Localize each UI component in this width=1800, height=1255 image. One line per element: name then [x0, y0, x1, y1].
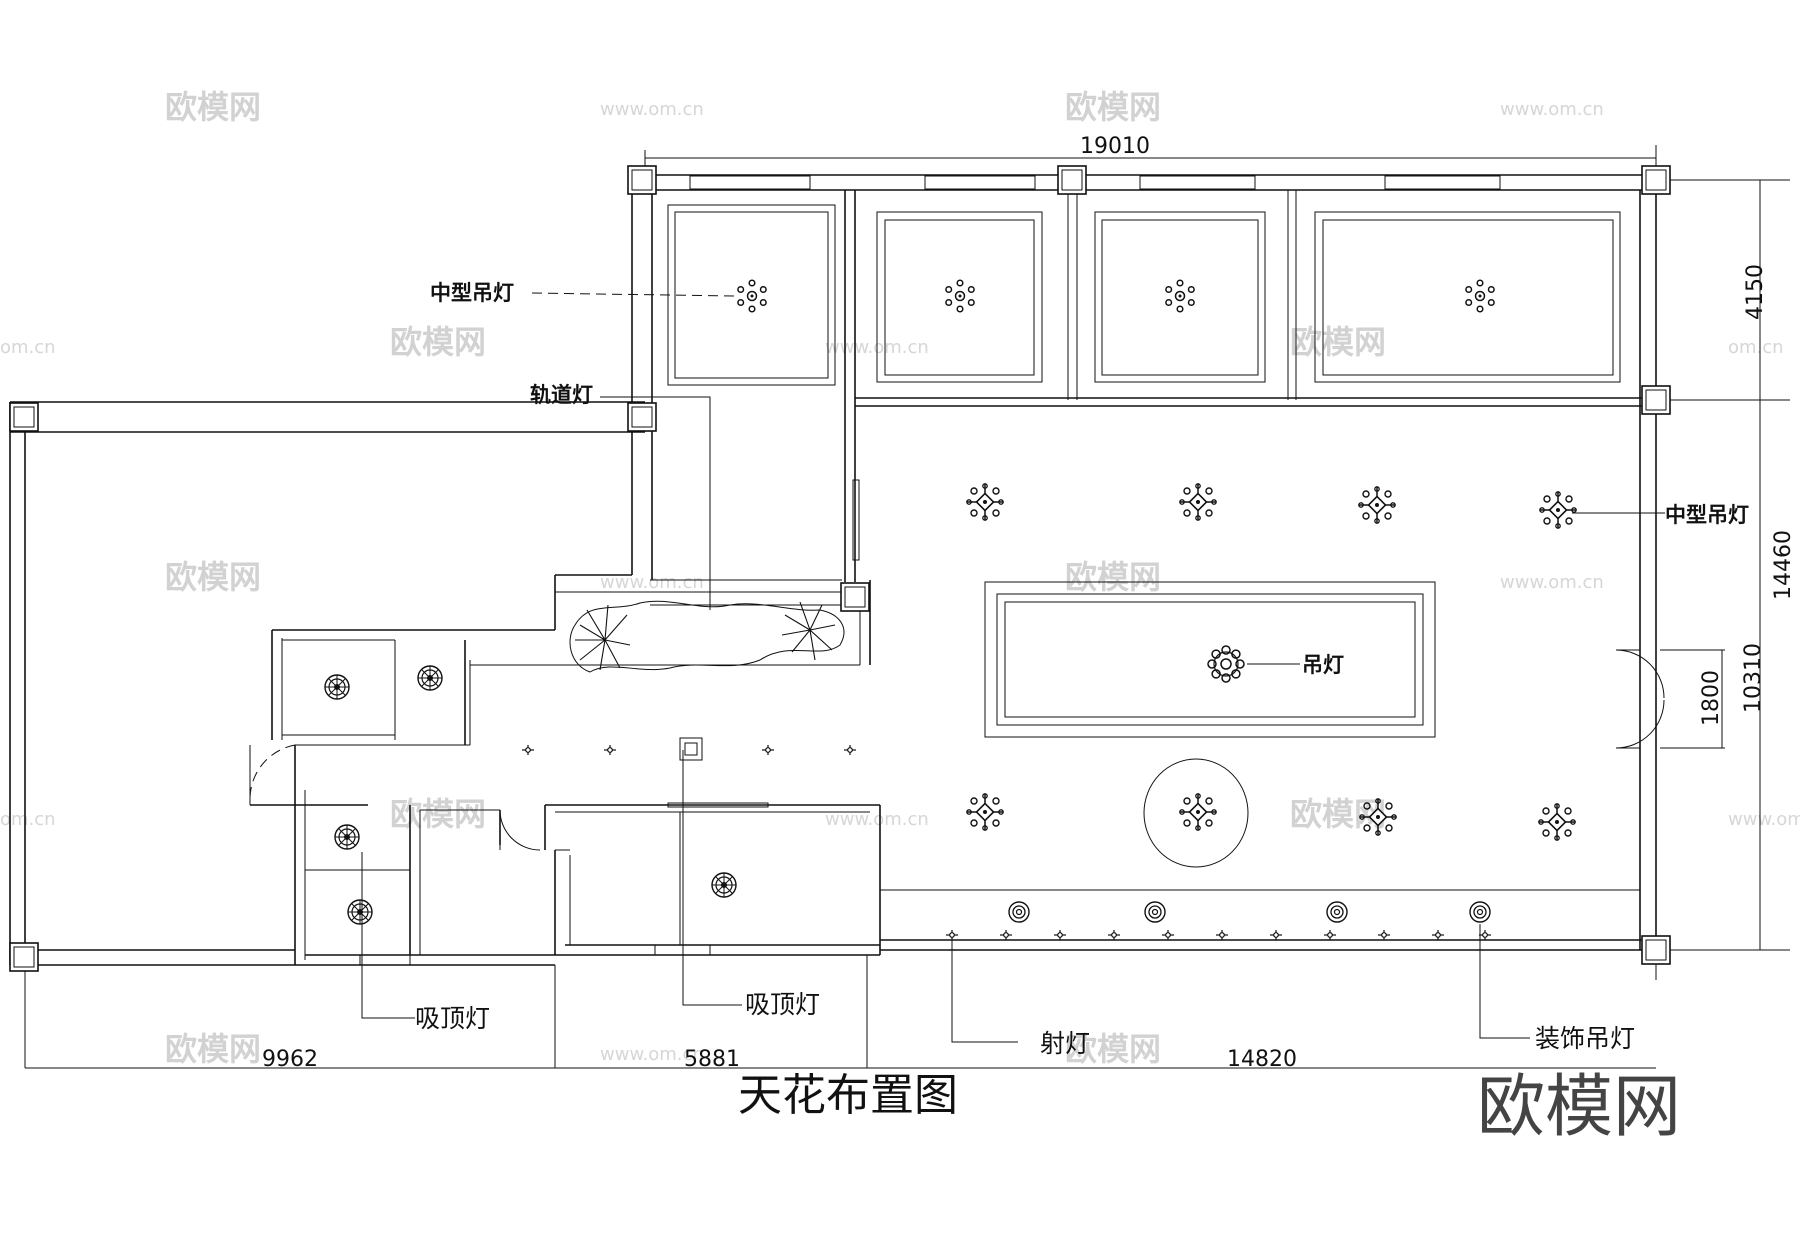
decorative-pendant-icon [1326, 901, 1348, 923]
watermark-brand: 欧模网 [1290, 323, 1386, 361]
spotlight-icon [999, 929, 1013, 941]
dimension-bottom-right: 14820 [1227, 1047, 1297, 1072]
walls [9, 174, 1665, 966]
chandelier-icon [1539, 490, 1577, 530]
watermark-url: www.om.cn [600, 572, 704, 593]
spotlight-icon [843, 744, 857, 756]
watermark-brand: 欧模网 [1065, 558, 1161, 596]
watermark-url-short: om.cn [0, 809, 56, 830]
light-fixtures [324, 279, 1577, 941]
spotlight-icon [1269, 929, 1283, 941]
chandelier-icon [1179, 482, 1217, 522]
decorative-pendant-icon [1144, 901, 1166, 923]
ceiling-light-icon [711, 872, 737, 898]
chandelier-icon [965, 792, 1005, 832]
medium-pendant-light-icon [1465, 279, 1495, 313]
watermark-url: www.om.cn [1500, 99, 1604, 120]
watermark-brand: 欧模网 [390, 795, 486, 833]
watermark-brand: 欧模网 [390, 323, 486, 361]
watermark-url: www.om.cn [600, 1044, 704, 1065]
fixture-labels: 中型吊灯 轨道灯 中型吊灯 吊灯 吸顶灯 吸顶灯 射灯 装饰吊灯 [415, 281, 1749, 1058]
dimension-lines [24, 145, 1790, 1069]
label-pendant: 吊灯 [1302, 653, 1344, 677]
chandelier-icon [1359, 797, 1397, 837]
watermark-url: www.om.cn [825, 809, 929, 830]
dimension-right-total: 14460 [1771, 530, 1796, 600]
watermark-brand: 欧模网 [165, 88, 261, 126]
dimension-right-lower: 10310 [1741, 643, 1766, 713]
watermark-url: www.om.cn [1728, 809, 1800, 830]
brand-logo-text: 欧模网 [1477, 1068, 1681, 1147]
label-medium-pendant-left: 中型吊灯 [430, 281, 514, 305]
chandelier-icon [1538, 802, 1576, 842]
dimension-right-top: 4150 [1743, 264, 1768, 320]
drawing-title: 天花布置图 [738, 1070, 958, 1121]
label-spotlight: 射灯 [1040, 1029, 1090, 1058]
label-track-light: 轨道灯 [530, 383, 593, 407]
chandelier-icon [1179, 792, 1217, 832]
dimension-bottom-left: 9962 [262, 1047, 318, 1072]
dimension-top-total: 19010 [1080, 134, 1150, 159]
ceiling-light-icon [347, 899, 373, 925]
watermark-url-short: om.cn [1728, 337, 1784, 358]
ceiling-light-icon [324, 674, 350, 700]
medium-pendant-light-icon [1165, 279, 1195, 313]
watermark-url: www.om.cn [600, 99, 704, 120]
chandelier-icon [965, 482, 1005, 522]
watermark-url-short: om.cn [0, 337, 56, 358]
watermark-brand: 欧模网 [165, 1030, 261, 1068]
pendant-light-icon [1207, 645, 1245, 683]
spotlight-icon [1161, 929, 1175, 941]
spotlight-icon [1431, 929, 1445, 941]
spotlight-icon [1323, 929, 1337, 941]
label-ceiling-light-left: 吸顶灯 [415, 1004, 490, 1033]
watermarks: 欧模网 www.om.cn 欧模网 www.om.cn om.cn 欧模网 ww… [0, 88, 1800, 1068]
label-decor-pendant: 装饰吊灯 [1535, 1024, 1635, 1053]
decorative-pendant-icon [1469, 901, 1491, 923]
chandelier-icon [1358, 485, 1396, 525]
spotlight-icon [761, 744, 775, 756]
spotlight-icon [1107, 929, 1121, 941]
watermark-brand: 欧模网 [1065, 88, 1161, 126]
watermark-brand: 欧模网 [1065, 1030, 1161, 1068]
decorative-pendant-icon [1008, 901, 1030, 923]
watermark-url: www.om.cn [1500, 572, 1604, 593]
ceiling-light-icon [417, 665, 443, 691]
dimension-door-width: 1800 [1699, 670, 1724, 726]
spotlight-icon [1478, 929, 1492, 941]
spotlight-icon [603, 744, 617, 756]
spotlight-icon [521, 744, 535, 756]
spotlight-icon [1215, 929, 1229, 941]
leader-lines [361, 292, 1665, 1043]
label-ceiling-light-mid: 吸顶灯 [745, 990, 820, 1019]
label-medium-pendant-right: 中型吊灯 [1665, 503, 1749, 527]
ceiling-light-icon [334, 824, 360, 850]
spotlight-icon [1053, 929, 1067, 941]
watermark-brand: 欧模网 [165, 558, 261, 596]
medium-pendant-light-icon [945, 279, 975, 313]
dimension-bottom-mid: 5881 [684, 1047, 740, 1072]
medium-pendant-light-icon [737, 279, 767, 313]
spotlight-icon [945, 929, 959, 941]
dimension-labels: 19010 4150 14460 10310 1800 9962 5881 14… [262, 134, 1796, 1072]
spotlight-icon [1377, 929, 1391, 941]
